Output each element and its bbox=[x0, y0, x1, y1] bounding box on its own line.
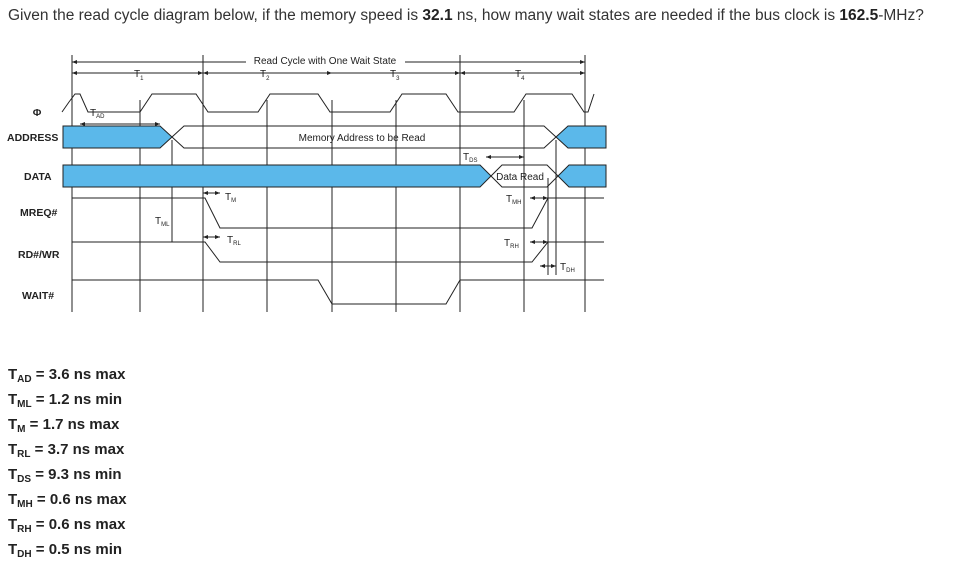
arrowhead bbox=[215, 235, 220, 239]
address-bus-left bbox=[62, 125, 173, 149]
signal-wait-label: WAIT# bbox=[22, 290, 54, 302]
signal-phi-label: Φ bbox=[33, 107, 42, 119]
arrowhead bbox=[551, 264, 556, 268]
arrowhead bbox=[540, 264, 545, 268]
bus-clock-value: 162.5 bbox=[839, 7, 879, 24]
spec-trl: TRL = 3.7 ns max bbox=[8, 441, 125, 460]
arrowhead bbox=[215, 191, 220, 195]
arrowhead bbox=[543, 240, 548, 244]
title-background bbox=[247, 55, 404, 67]
arrowhead bbox=[455, 71, 460, 75]
wait-waveform bbox=[72, 279, 604, 305]
arrowhead bbox=[203, 71, 208, 75]
state-t2: T2 bbox=[260, 69, 270, 82]
state-t1: T1 bbox=[134, 69, 144, 82]
arrowhead bbox=[580, 71, 585, 75]
arrowhead bbox=[155, 122, 160, 126]
spec-tds: TDS = 9.3 ns min bbox=[8, 466, 122, 485]
state-t3: T3 bbox=[390, 69, 400, 82]
signal-address-label: ADDRESS bbox=[7, 132, 58, 144]
trh-label: TRH bbox=[504, 238, 519, 250]
data-bus-text: Data Read bbox=[496, 172, 544, 183]
memory-speed-value: 32.1 bbox=[422, 7, 453, 24]
diagram-title: Read Cycle with One Wait State bbox=[254, 56, 397, 67]
spec-tm: TM = 1.7 ns max bbox=[8, 416, 120, 435]
arrowhead bbox=[486, 155, 491, 159]
clock-waveform bbox=[61, 93, 595, 113]
rdwr-waveform bbox=[72, 241, 604, 263]
arrowhead bbox=[72, 71, 77, 75]
address-waveform bbox=[62, 125, 607, 149]
signal-mreq-label: MREQ# bbox=[20, 207, 58, 219]
arrowhead bbox=[530, 196, 535, 200]
arrowhead bbox=[203, 235, 208, 239]
question-middle: ns, how many wait states are needed if t… bbox=[452, 7, 840, 24]
question-text: Given the read cycle diagram below, if t… bbox=[8, 7, 924, 25]
arrowhead bbox=[543, 196, 548, 200]
signal-rdwr-label: RD#/WR bbox=[18, 249, 60, 261]
arrowhead bbox=[80, 122, 85, 126]
timing-spec-list: TAD = 3.6 ns max TML = 1.2 ns min TM = 1… bbox=[8, 364, 127, 564]
data-bus-high-z bbox=[62, 164, 492, 188]
spec-tdh: TDH = 0.5 ns min bbox=[8, 541, 123, 560]
arrowhead bbox=[460, 71, 465, 75]
question-prefix: Given the read cycle diagram below, if t… bbox=[8, 7, 423, 24]
trl-label: TRL bbox=[227, 235, 241, 247]
arrowhead bbox=[327, 71, 332, 75]
tm-label: TM bbox=[225, 192, 236, 204]
tds-label: TDS bbox=[463, 152, 477, 164]
address-bus-right bbox=[555, 125, 607, 149]
address-bus-text: Memory Address to be Read bbox=[299, 133, 426, 144]
arrowheads bbox=[72, 60, 585, 268]
question-suffix: -MHz? bbox=[878, 7, 924, 24]
tmh-label: TMH bbox=[506, 194, 521, 206]
spec-tmh: TMH = 0.6 ns max bbox=[8, 491, 127, 510]
tdh-label: TDH bbox=[560, 262, 575, 274]
tml-label: TML bbox=[155, 216, 170, 228]
spec-trh: TRH = 0.6 ns max bbox=[8, 516, 126, 535]
arrowhead bbox=[530, 240, 535, 244]
data-bus-right bbox=[557, 164, 607, 188]
arrowhead bbox=[580, 60, 585, 64]
mreq-waveform bbox=[72, 197, 604, 229]
signal-data-label: DATA bbox=[24, 171, 52, 183]
arrowhead bbox=[72, 60, 77, 64]
tad-label: TAD bbox=[90, 108, 105, 120]
arrowhead bbox=[198, 71, 203, 75]
arrowhead bbox=[203, 191, 208, 195]
spec-tml: TML = 1.2 ns min bbox=[8, 391, 123, 410]
state-t4: T4 bbox=[515, 69, 525, 82]
arrowhead bbox=[519, 155, 524, 159]
data-waveform bbox=[62, 164, 607, 188]
spec-tad: TAD = 3.6 ns max bbox=[8, 366, 126, 385]
